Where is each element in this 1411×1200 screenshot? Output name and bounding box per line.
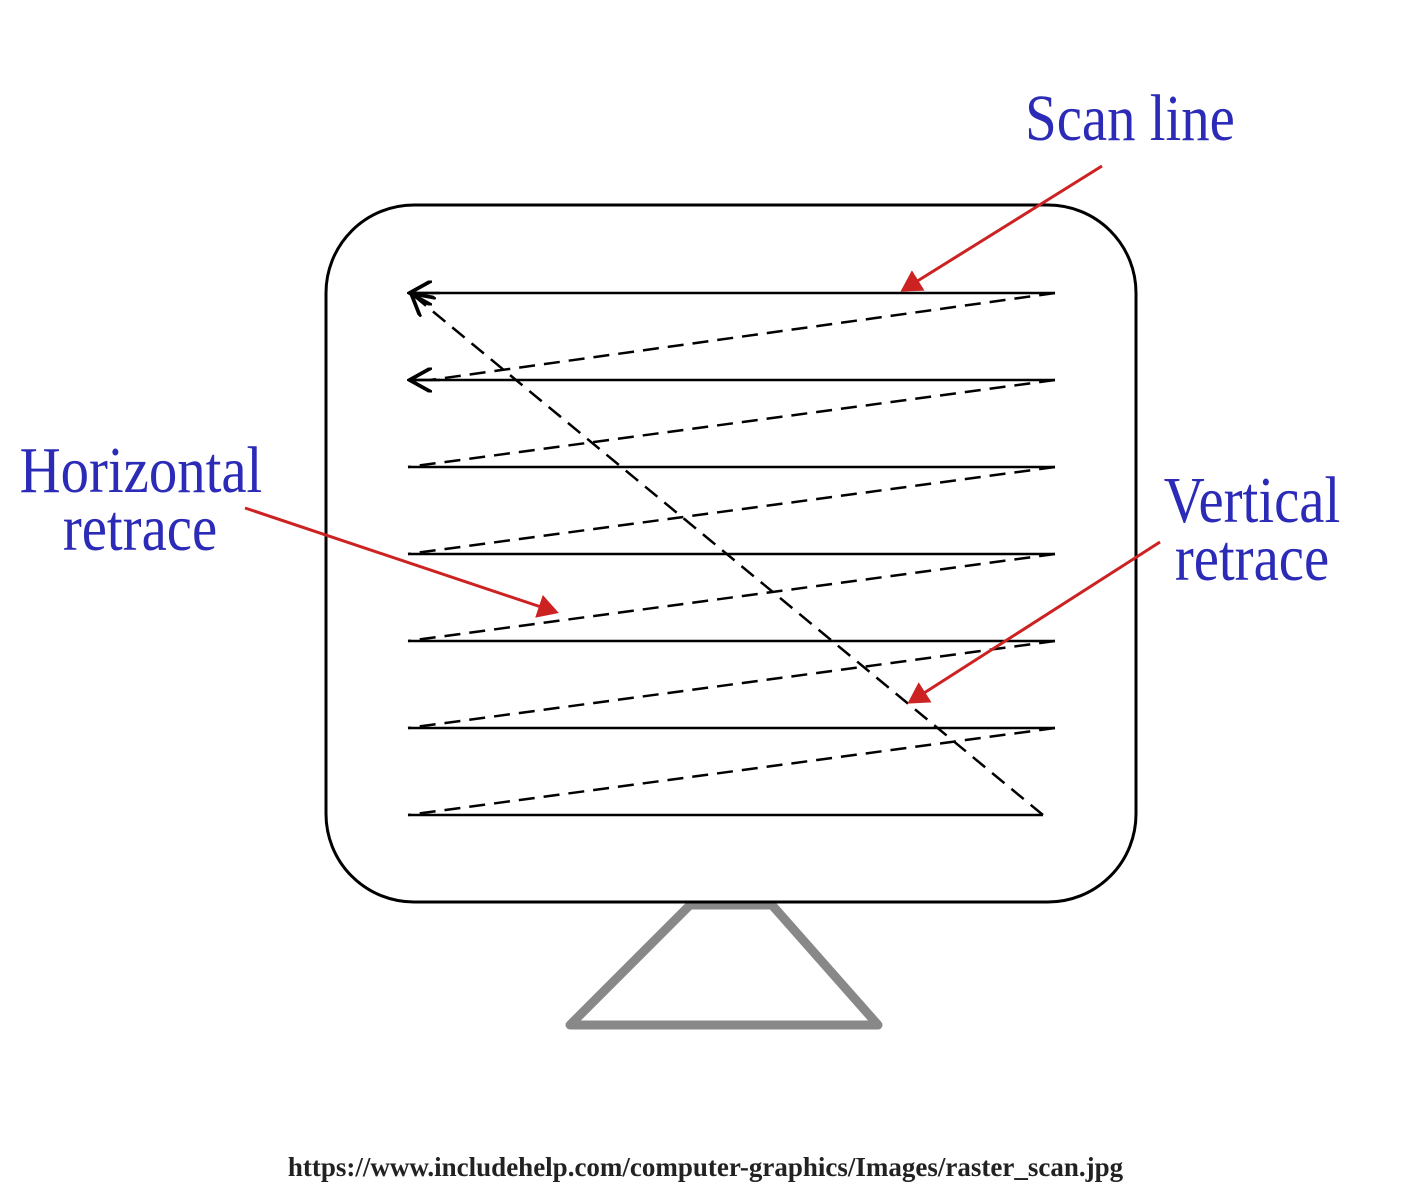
vertical-retrace-label: Vertical retrace: [1157, 464, 1346, 595]
horizontal-retrace-line-2: [407, 378, 1056, 469]
source-url: https://www.includehelp.com/computer-gra…: [287, 1152, 1124, 1182]
vertical-retrace-label-line-1: Vertical: [1163, 464, 1341, 537]
horizontal-retrace-label-line-1: Horizontal: [19, 434, 263, 507]
monitor-stand: [565, 900, 883, 1030]
vertical-retrace-pointer-arrow: [907, 540, 1161, 704]
horizontal-retrace-line-3: [407, 465, 1056, 556]
scan-line-pointer-arrow: [900, 164, 1103, 292]
horizontal-retrace-line-1: [429, 291, 1056, 382]
horizontal-retrace-label-line-2: retrace: [62, 492, 218, 565]
vertical-retrace-line: [413, 295, 1044, 816]
vertical-retrace-label-line-2: retrace: [1174, 522, 1330, 595]
horizontal-retrace-lines: [407, 291, 1056, 817]
scan-line-label: Scan line: [1025, 82, 1235, 155]
horizontal-retrace-label: Horizontal retrace: [19, 434, 263, 565]
horizontal-retrace-line-4: [407, 552, 1056, 643]
horizontal-retrace-line-6: [407, 726, 1056, 817]
horizontal-retrace-line-5: [407, 639, 1056, 730]
horizontal-retrace-pointer-arrow: [244, 506, 559, 618]
